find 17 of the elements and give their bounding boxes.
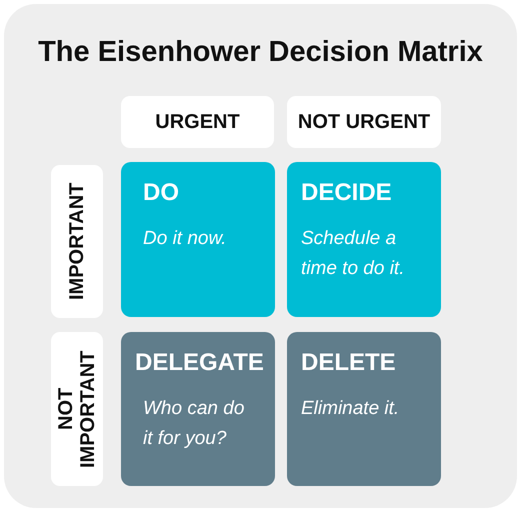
- quadrant-heading: DECIDE: [301, 181, 392, 205]
- row-header: NOT IMPORTANT: [51, 332, 103, 486]
- quadrant-heading: DELETE: [301, 351, 396, 375]
- quadrant-card: [121, 162, 275, 317]
- column-header: URGENT: [121, 96, 274, 148]
- quadrant-heading: DO: [143, 181, 179, 205]
- quadrant-text: Eliminate it.: [301, 397, 400, 421]
- quadrant-text: Who can do it for you?: [143, 397, 246, 451]
- quadrant-text: Schedule a time to do it.: [301, 227, 406, 281]
- row-header: IMPORTANT: [51, 165, 103, 318]
- quadrant-card: [287, 162, 441, 317]
- quadrant-card: [287, 332, 441, 486]
- quadrant-text: Do it now.: [143, 227, 228, 251]
- title: The Eisenhower Decision Matrix: [37, 38, 484, 67]
- quadrant-heading: DELEGATE: [135, 351, 264, 375]
- quadrant-card: [121, 332, 275, 486]
- column-header: NOT URGENT: [287, 96, 441, 148]
